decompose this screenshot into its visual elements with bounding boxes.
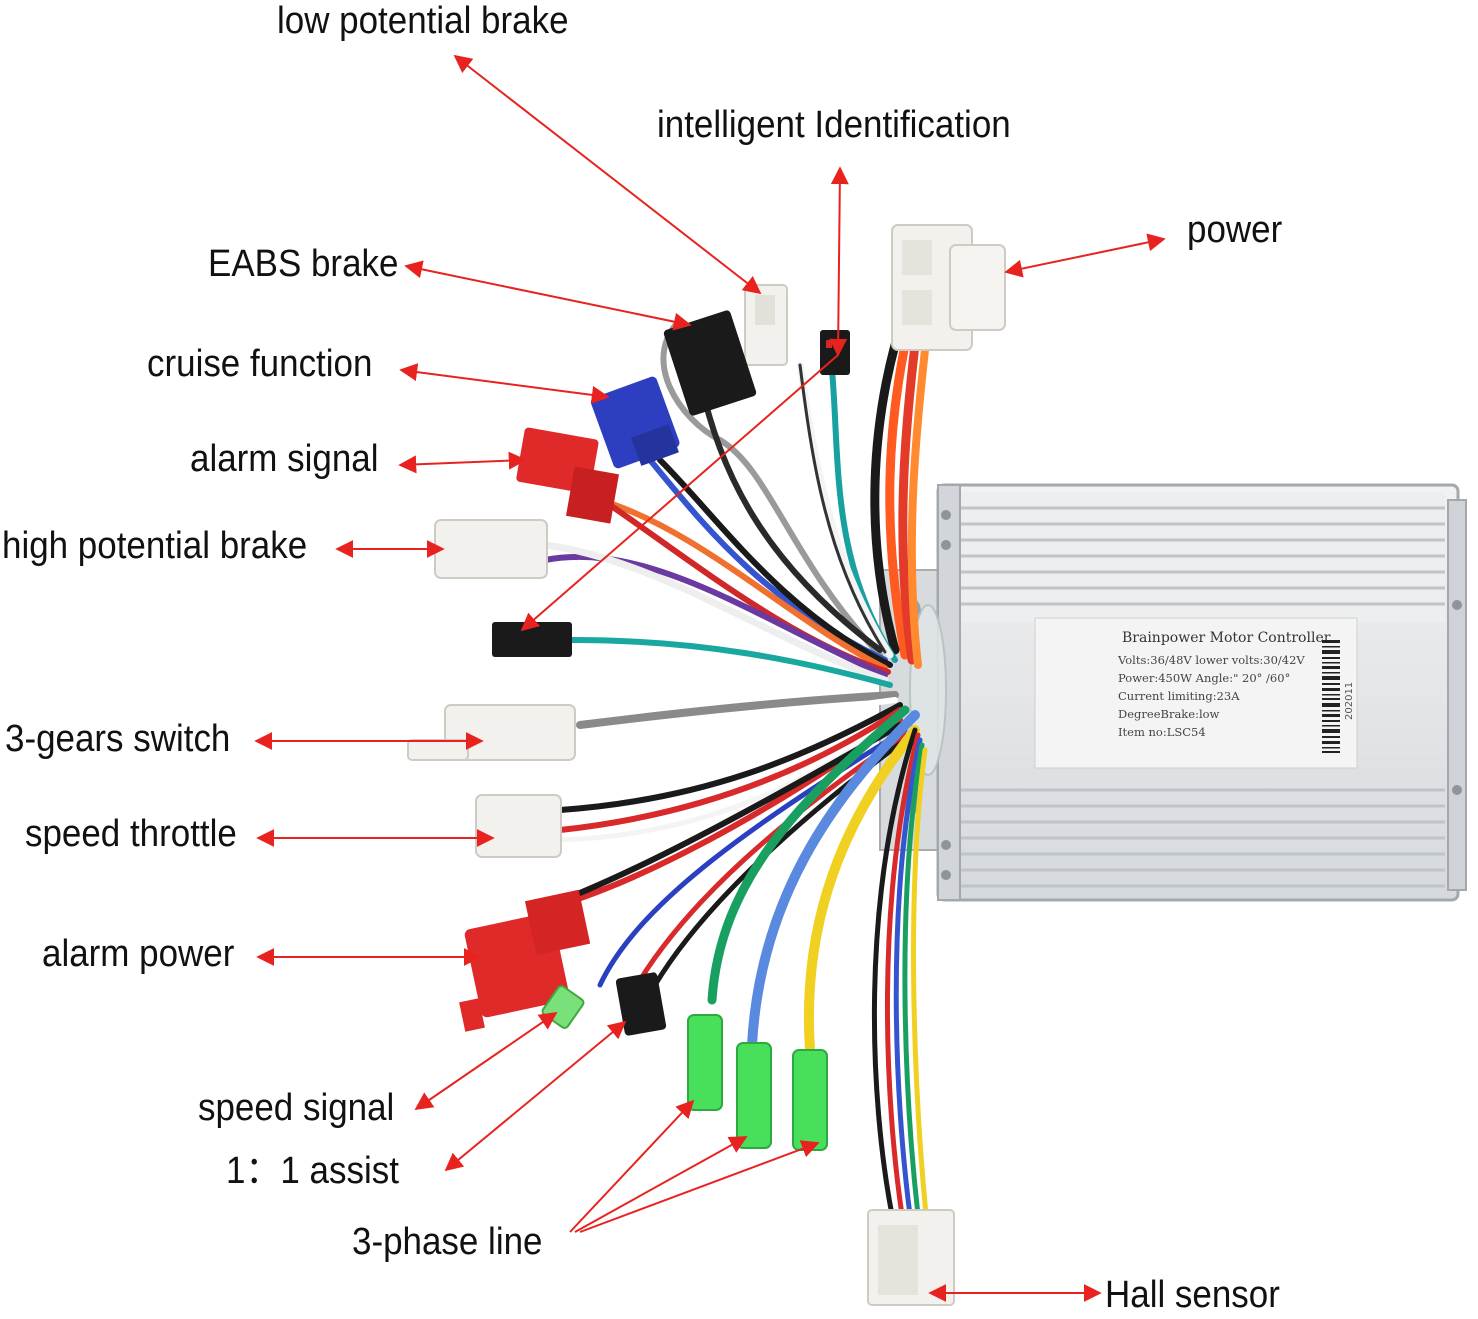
nameplate-volts: Volts:36/48V lower volts:30/42V [1117,653,1305,667]
power-connector [891,224,1006,351]
arrow-three-phase-c [579,1140,820,1233]
callout-arrows [254,54,1166,1302]
label-speed-throttle: speed throttle [25,813,237,855]
intelligent-id-black-connector [492,622,572,657]
low-potential-brake-connector [744,284,788,366]
label-three-phase-line: 3-phase line [352,1221,543,1263]
nameplate-brake: DegreeBrake:low [1118,707,1220,721]
intelligent-identification-connector [820,330,850,375]
speed-throttle-connector [475,794,562,858]
arrow-alarm-signal [398,451,527,474]
arrow-eabs-brake [404,260,692,331]
barcode [1322,640,1340,753]
label-cruise-function: cruise function [147,343,373,385]
hall-sensor-connector [867,1209,955,1306]
arrow-speed-signal [414,1011,558,1111]
label-one-to-one-assist: 1：1 assist [226,1150,399,1192]
alarm-signal-connector [516,427,619,524]
arrow-three-phase-a [569,1099,695,1233]
label-eabs-brake: EABS brake [208,243,399,285]
label-hall-sensor: Hall sensor [1105,1274,1280,1316]
arrow-one-to-one-assist [444,1020,627,1172]
label-three-gears-switch: 3-gears switch [5,718,231,760]
nameplate-title: Brainpower Motor Controller [1122,630,1331,646]
label-high-potential-brake: high potential brake [2,525,308,567]
arrow-power [1004,233,1166,278]
three-gears-switch-connector [407,704,576,761]
wire-bundle-upper [541,317,929,688]
arrow-three-phase-b [574,1136,748,1233]
high-potential-brake-connector [434,519,548,579]
nameplate-current: Current limiting:23A [1118,689,1240,703]
label-low-potential-brake: low potential brake [277,0,569,42]
cruise-function-connector [590,376,680,469]
arrow-intelligent-identification-lower [520,354,839,632]
arrow-cruise-function [399,363,610,404]
arrow-intelligent-identification [829,166,849,357]
one-to-one-assist-connector [615,972,667,1036]
wire-bundle-lower [557,691,929,1218]
nameplate-serial: 202011 [1344,682,1355,720]
eabs-brake-connector [663,310,757,416]
label-power: power [1187,209,1283,251]
label-alarm-power: alarm power [42,933,235,975]
label-alarm-signal: alarm signal [190,438,379,480]
nameplate-item: Item no:LSC54 [1118,725,1206,739]
label-intelligent-identification: intelligent Identification [657,104,1011,146]
label-speed-signal: speed signal [198,1087,395,1129]
three-phase-sleeves [687,1014,828,1151]
nameplate-power: Power:450W Angle:" 20° /60° [1118,671,1290,685]
arrow-low-potential-brake [453,54,762,295]
nameplate: Brainpower Motor Controller Volts:36/48V… [1034,617,1358,769]
